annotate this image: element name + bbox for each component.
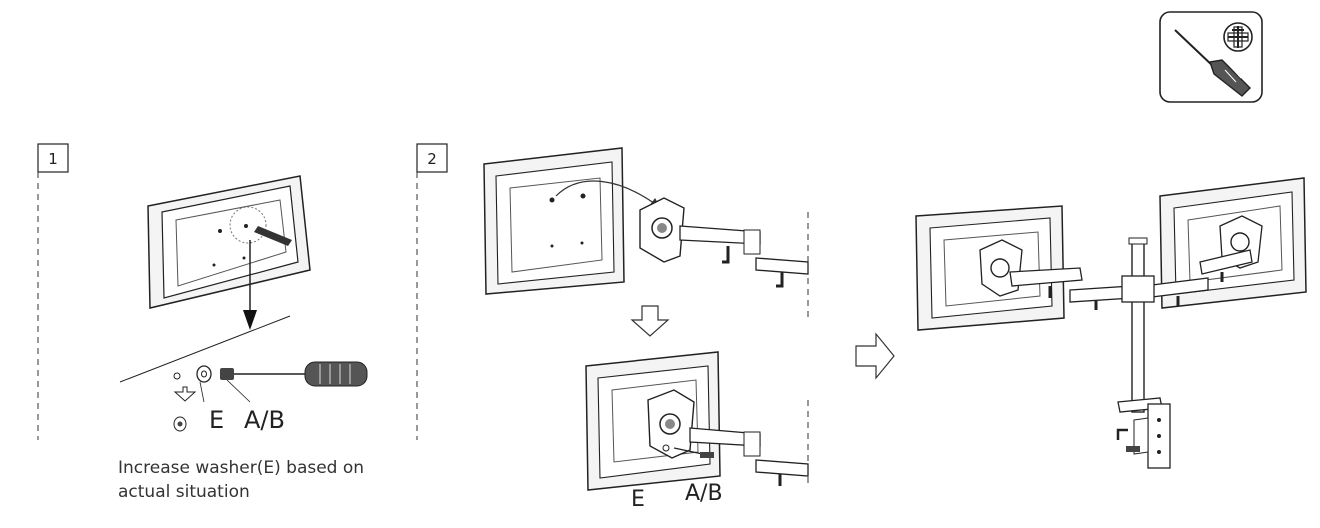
final-dual-monitor-assembly <box>915 177 1307 469</box>
bolt-AB <box>220 368 234 380</box>
monitor-back-step-2 <box>483 147 625 295</box>
part-label-AB-step-1: A/B <box>244 406 285 434</box>
exploded-hardware-step-1 <box>173 361 368 432</box>
part-label-E-step-1: E <box>209 406 224 434</box>
part-label-E-step-2: E <box>631 487 645 512</box>
vesa-plate-and-arm-step-2 <box>639 197 809 288</box>
step-2-panel: 2 <box>416 143 809 512</box>
washer-E <box>196 365 212 383</box>
step-2-box <box>416 143 448 173</box>
screwdriver-tool-badge <box>1159 11 1263 103</box>
screwdriver-step-1 <box>304 361 368 387</box>
step-1-box <box>37 143 69 173</box>
step-1-panel: 1 <box>37 143 368 440</box>
phillips-screwdriver-icon <box>1174 29 1251 97</box>
step-right-arrow <box>855 332 895 380</box>
plus-head-icon <box>1223 22 1253 52</box>
monitor-back-step-1 <box>147 175 311 309</box>
monitor-back-assembled-step-2 <box>585 351 809 491</box>
washer-note: Increase washer(E) based on actual situa… <box>118 456 364 504</box>
step-2-number: 2 <box>427 150 437 168</box>
desk-clamp <box>1116 397 1171 469</box>
washer-note-line-1: Increase washer(E) based on <box>118 458 365 478</box>
step-1-number: 1 <box>48 150 58 168</box>
part-label-AB-step-2: A/B <box>685 481 723 506</box>
step-down-arrow <box>630 305 670 337</box>
washer-note-line-2: actual situation <box>118 482 250 502</box>
